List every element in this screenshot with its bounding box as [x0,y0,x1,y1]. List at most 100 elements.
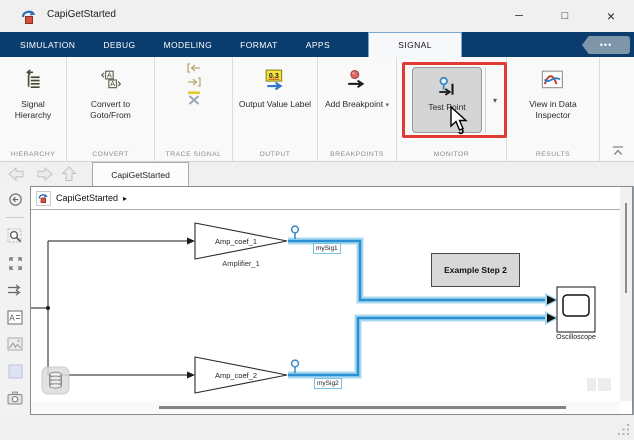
gain-block-amplifier1[interactable] [194,222,288,260]
test-point-pin-1[interactable] [290,225,300,239]
signal-mysig1[interactable] [288,237,559,307]
view-in-data-inspector-button[interactable] [541,65,565,95]
test-point-dropdown-button[interactable]: ▾ [485,67,504,133]
vertical-scrollbar-thumb[interactable] [625,203,627,293]
trace-to-destination-button[interactable] [186,77,202,88]
horizontal-scrollbar-thumb[interactable] [159,406,566,409]
output-value-label-button[interactable]: 0.3 [264,65,286,95]
amp2-gain-value: Amp_coef_2 [214,371,258,380]
minimize-button[interactable]: ─ [515,10,523,22]
tab-modeling[interactable]: MODELING [163,39,213,50]
pane-control-2[interactable] [598,378,611,391]
simulink-model-icon [21,10,36,24]
remove-trace-button[interactable] [187,91,201,105]
signal-lines-icon [8,284,21,296]
svg-text:A: A [106,71,111,79]
svg-text:0.3: 0.3 [269,72,279,80]
image-button[interactable] [6,335,24,353]
signal-label-mysig2[interactable]: mySig2 [314,378,342,389]
goto-from-icon: A A [100,70,121,89]
tab-overflow-button[interactable]: ••• [582,36,630,54]
convert-goto-from-button[interactable]: A A [99,65,123,95]
group-breakpoints: Add Breakpoint ▾ BREAKPOINTS [318,57,397,161]
section-caption-convert: CONVERT [92,151,129,158]
editor-palette: A [0,186,30,415]
editor-frame: CapiGetStarted ▸ ▾ [30,186,633,415]
group-convert: A A Convert to Goto/From CONVERT [67,57,155,161]
svg-text:A: A [110,80,115,88]
annotation-box[interactable]: Example Step 2 [431,253,520,287]
breakpoint-dropdown-icon[interactable]: ▾ [385,102,389,109]
remove-trace-icon [187,91,200,105]
signal-label-mysig1[interactable]: mySig1 [313,243,341,254]
resize-grip[interactable] [618,424,630,436]
section-caption-hierarchy: HIERARCHY [10,151,56,158]
scope-block-name: Oscilloscope [556,334,596,341]
palette-divider [6,217,24,218]
test-point-icon [439,76,454,96]
area-icon [8,364,22,378]
group-hierarchy: Signal Hierarchy HIERARCHY [0,57,67,161]
camera-icon [7,391,23,405]
status-bar [0,415,634,440]
add-breakpoint-button[interactable] [346,65,368,95]
test-point-pin-2[interactable] [290,359,300,373]
up-icon[interactable] [58,166,80,182]
arrowhead-amp2 [187,371,195,379]
trace-to-source-icon [186,63,200,73]
signal-hierarchy-icon [26,69,40,88]
model-canvas[interactable]: Amp_coef_1 Amplifier_1 Amp_coef_2 mySig1… [31,210,632,414]
section-caption-monitor: MONITOR [433,151,470,158]
pane-control-1[interactable] [587,378,596,391]
ribbon-tail [600,57,634,161]
data-inspector-icon [541,70,563,89]
signal-hierarchy-label: Signal Hierarchy [14,99,52,121]
tab-signal[interactable]: SIGNAL [368,32,463,57]
group-output: 0.3 Output Value Label OUTPUT [233,57,318,161]
hide-browser-button[interactable] [6,190,24,208]
input-signal-lines[interactable] [31,240,187,376]
screenshot-button[interactable] [6,389,24,407]
test-point-button[interactable]: Test Point [412,67,482,133]
section-caption-results: RESULTS [535,151,571,158]
model-document-tab[interactable]: CapiGetStarted [92,162,189,186]
test-point-dropdown-icon: ▾ [492,95,497,105]
close-button[interactable]: × [606,8,616,24]
convert-goto-from-label: Convert to Goto/From [90,99,131,121]
breadcrumb-model-icon-box [36,190,51,206]
horizontal-scrollbar[interactable] [31,401,620,414]
signal-mysig2[interactable] [288,311,559,379]
breadcrumb-model-name[interactable]: CapiGetStarted [56,193,119,203]
signal-hierarchy-button[interactable] [22,65,44,95]
tab-debug[interactable]: DEBUG [103,39,136,50]
diagram-layer [31,222,596,395]
annotation-button[interactable]: A [6,308,24,326]
back-icon[interactable] [7,166,29,182]
group-trace-signal: TRACE SIGNAL [155,57,233,161]
annotation-icon: A [7,309,23,325]
vertical-scrollbar[interactable] [620,187,632,401]
fit-to-view-icon [8,256,22,270]
trace-to-destination-icon [187,77,201,87]
tab-apps[interactable]: APPS [305,39,331,50]
forward-icon[interactable] [32,166,54,182]
window-title: CapiGetStarted [47,9,116,20]
fit-to-view-button[interactable] [6,254,24,272]
maximize-button[interactable]: □ [561,10,569,22]
output-value-label-icon: 0.3 [265,69,283,91]
collapse-ribbon-button[interactable] [611,145,625,157]
scope-block[interactable] [556,286,596,333]
gain-block-amplifier2[interactable] [194,356,288,394]
zoom-select-button[interactable] [6,227,24,245]
trace-to-source-button[interactable] [186,63,202,74]
area-button[interactable] [6,362,24,380]
amp1-gain-value: Amp_coef_1 [214,237,258,246]
tab-format[interactable]: FORMAT [240,39,278,50]
logged-data-badge[interactable] [41,366,70,395]
add-breakpoint-icon [348,69,365,88]
tab-simulation[interactable]: SIMULATION [20,39,76,50]
signal-lines-button[interactable] [6,281,24,299]
branch-point [46,306,50,310]
title-bar: CapiGetStarted ─ □ × [0,0,634,32]
